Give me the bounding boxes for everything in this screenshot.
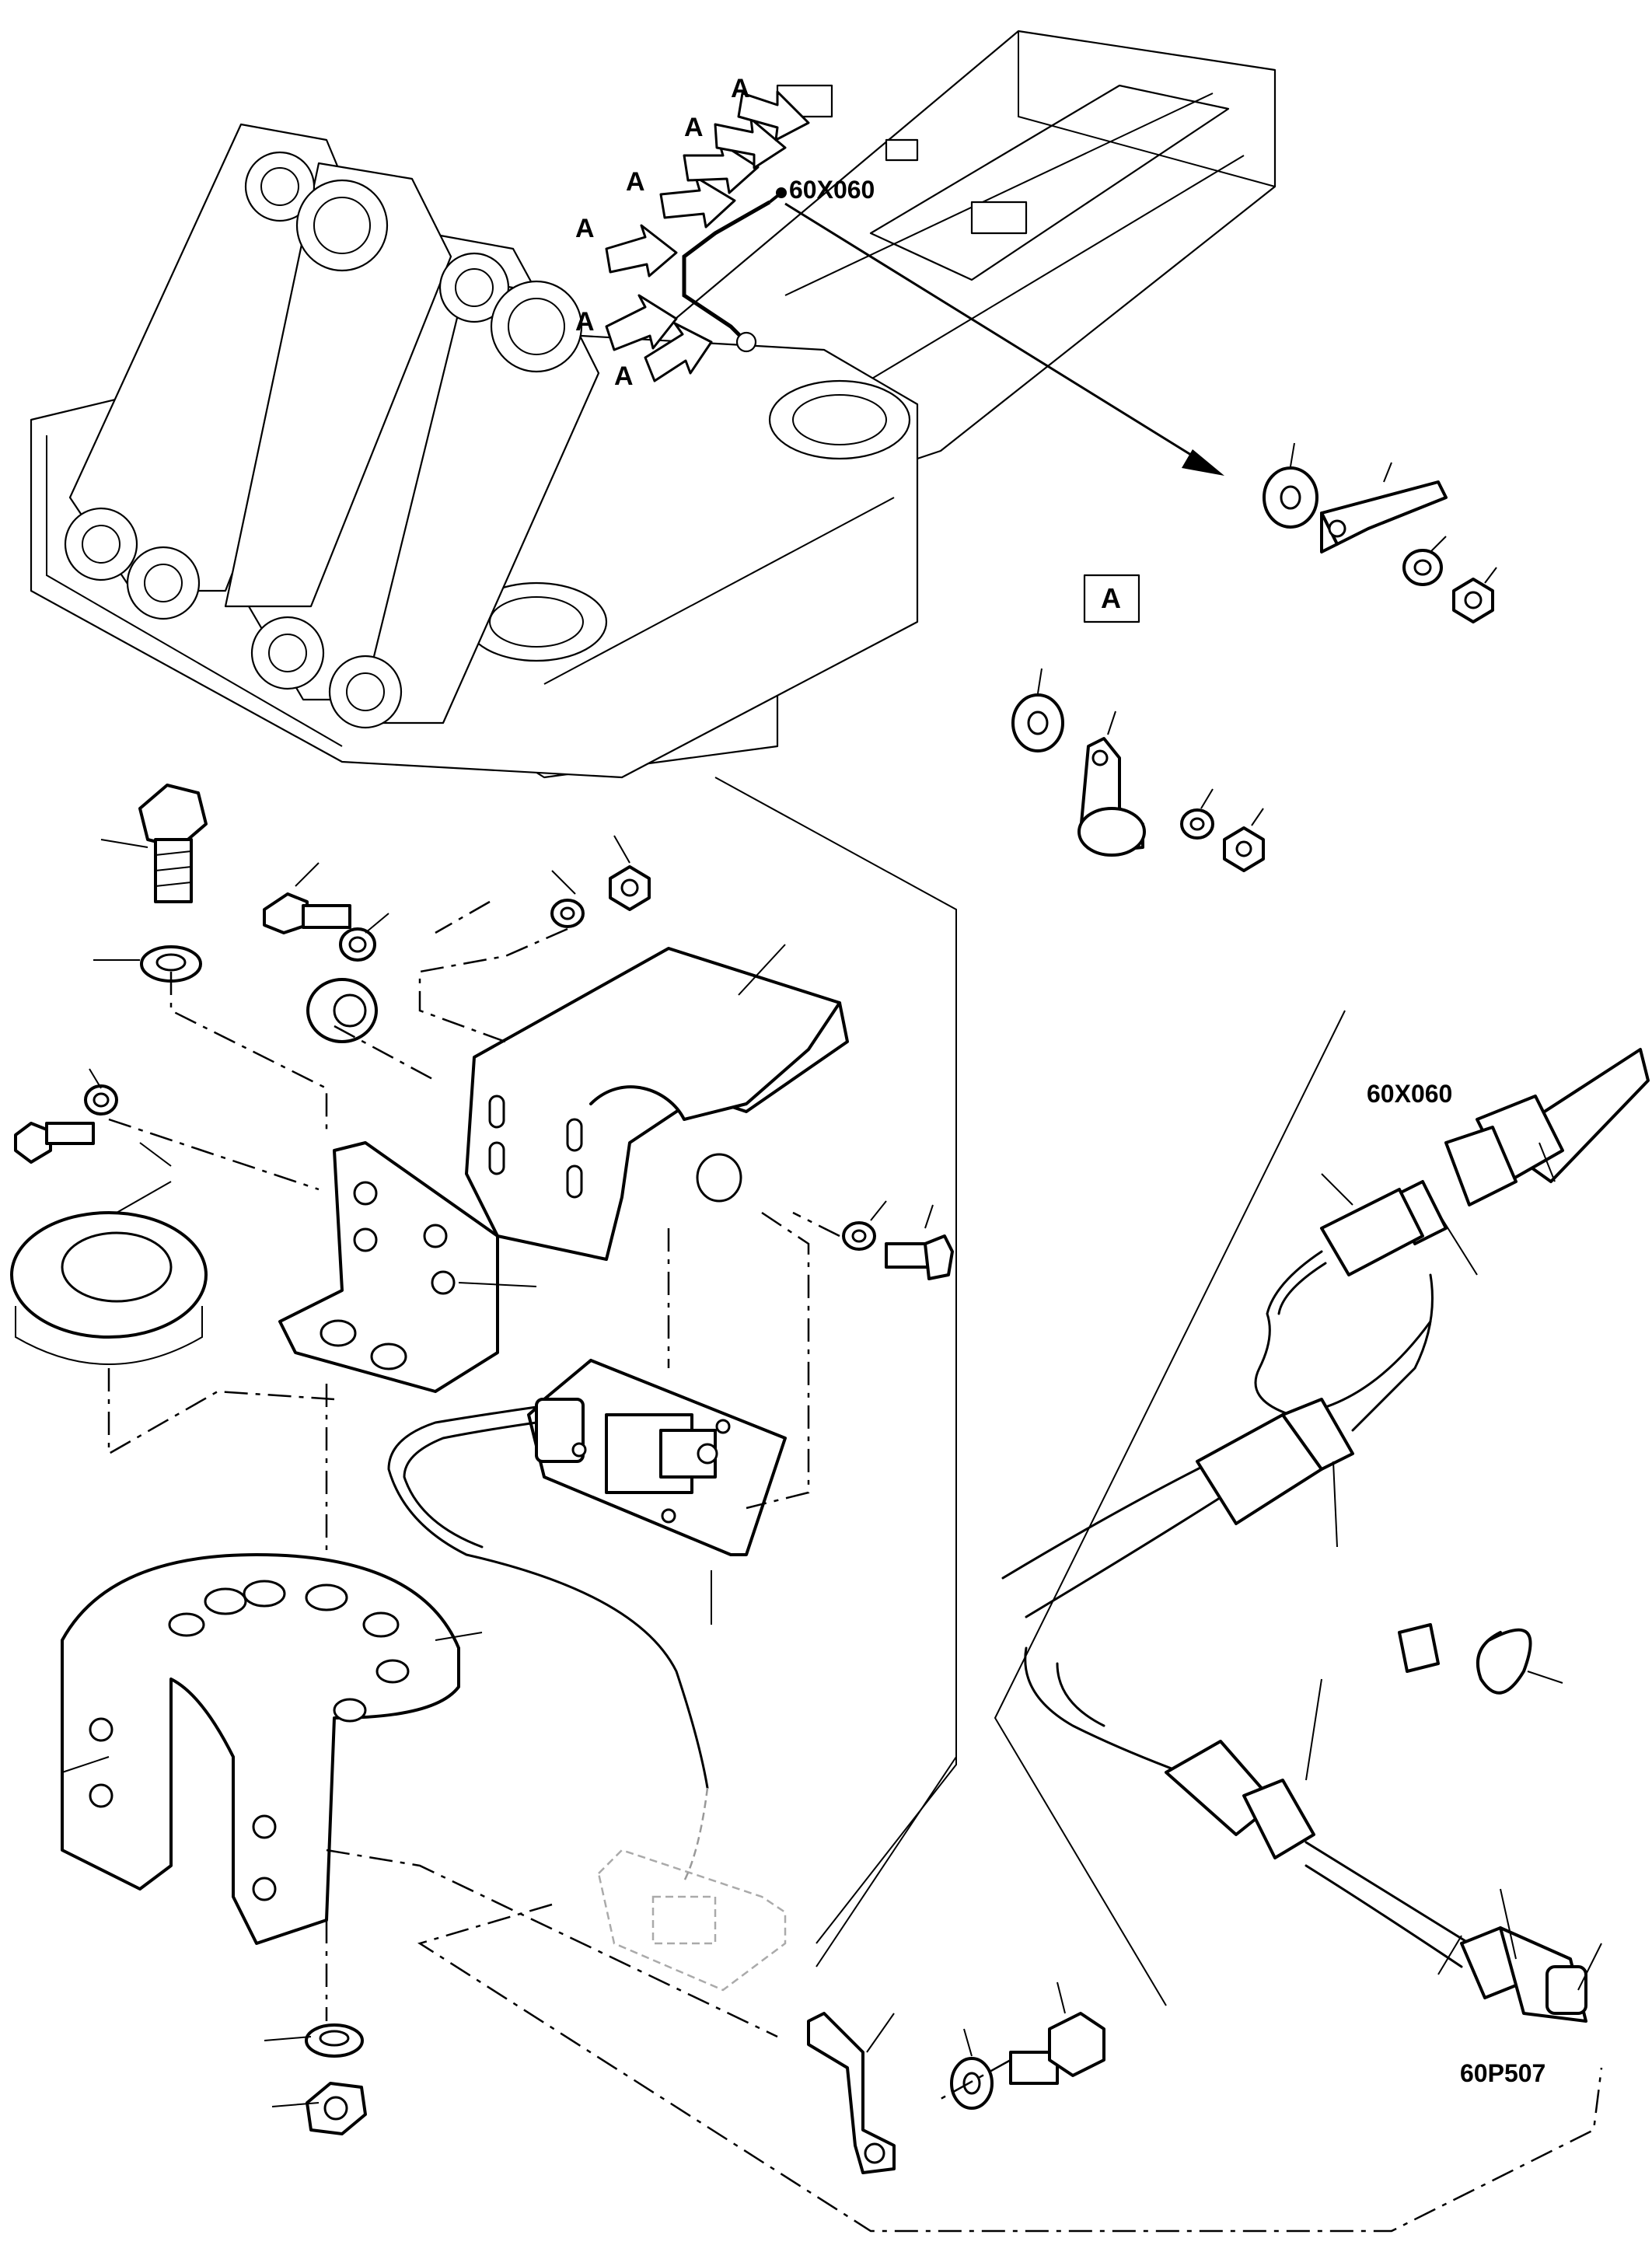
- view-label-a-5: A: [575, 307, 595, 337]
- view-arrows: [605, 90, 810, 382]
- callout-frame-lines: [714, 777, 1346, 2006]
- loader-frame-chassis: [30, 30, 1277, 779]
- detail-connector-label: 60X060: [1367, 1080, 1452, 1108]
- sensor-connector-label: 60P507: [1460, 2059, 1545, 2087]
- detail-a-pclamp-assembly: [1011, 668, 1265, 872]
- lower-bracket-assembly: [10, 784, 1105, 2174]
- view-label-a-3: A: [626, 167, 645, 197]
- frame-connector-label: 60X060: [789, 176, 875, 204]
- view-label-a-6: A: [614, 361, 634, 391]
- detail-a-box: [1083, 574, 1140, 623]
- detail-a-box-label: A: [1101, 582, 1121, 614]
- proximity-sensor-unit: [387, 1359, 787, 1789]
- harness-connector-assembly: [1001, 1048, 1650, 2023]
- view-label-a-1: A: [731, 74, 750, 103]
- view-label-a-4: A: [575, 214, 595, 243]
- assembly-centerlines: [107, 900, 1603, 2233]
- view-label-a-2: A: [684, 113, 704, 142]
- sensor-installed-position-ghost: [597, 1787, 787, 1992]
- detail-a-clamp-assembly: [1263, 442, 1497, 623]
